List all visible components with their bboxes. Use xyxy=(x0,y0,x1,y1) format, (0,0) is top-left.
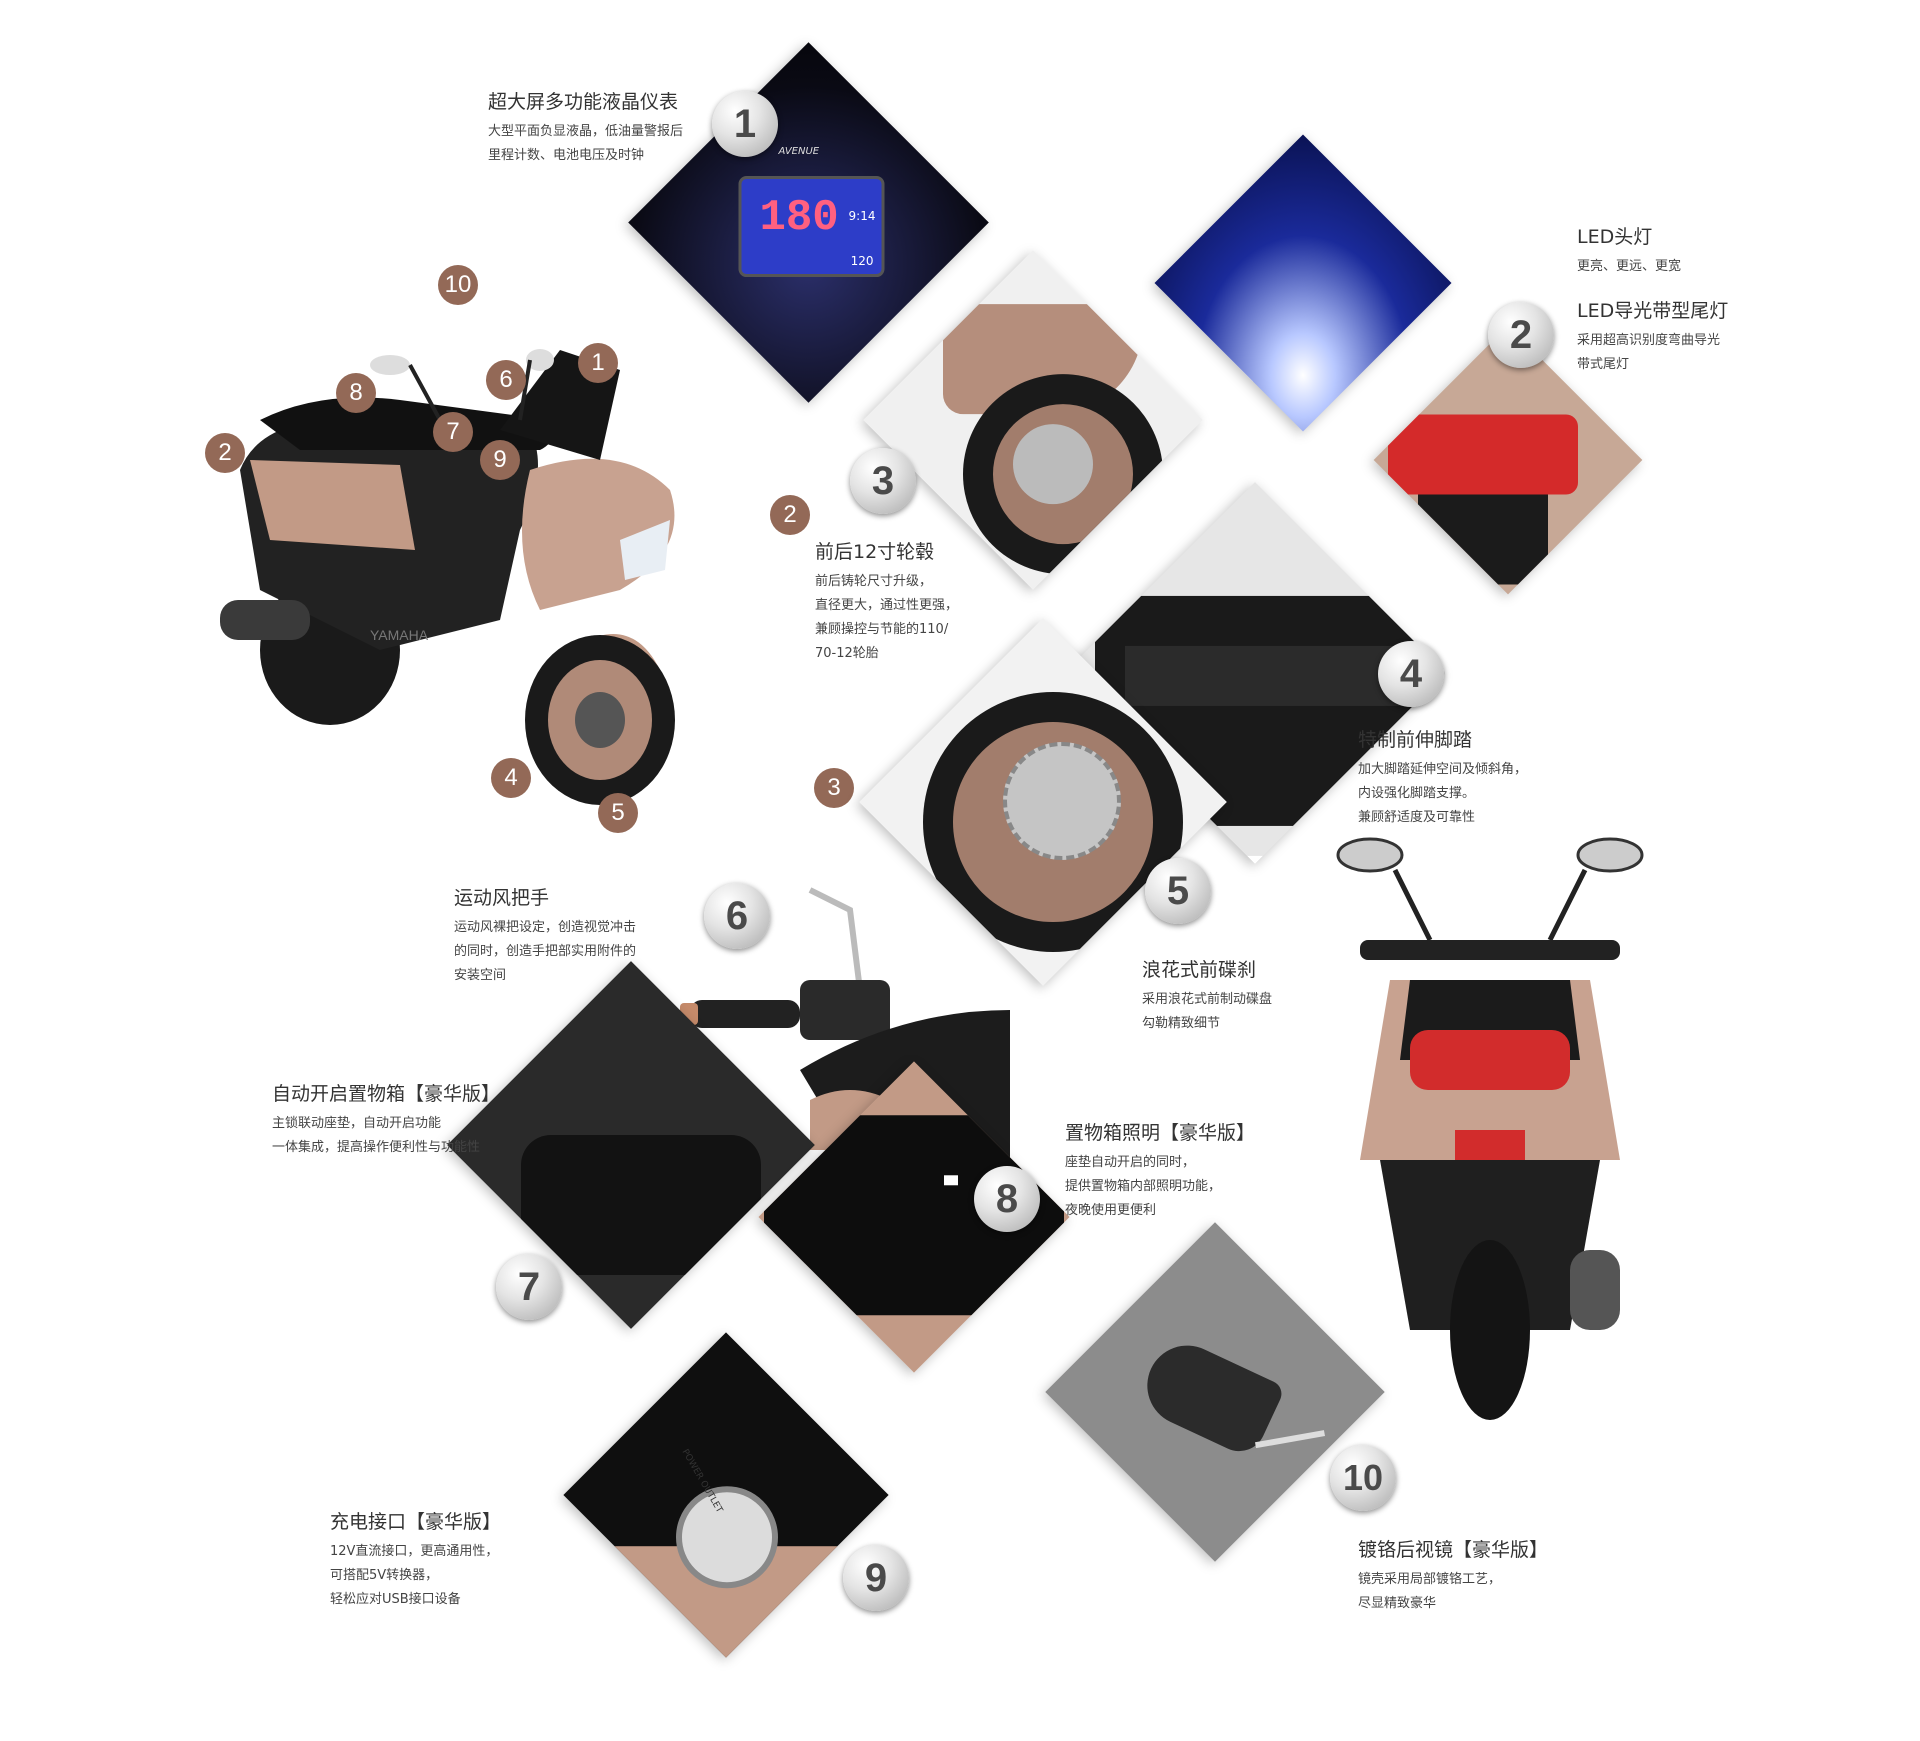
feature-3: 前后12寸轮毂 前后铸轮尺寸升级， 直径更大，通过性更强， 兼顾操控与节能的110/… xyxy=(815,537,958,666)
feature-2-taillight: LED导光带型尾灯 采用超高识别度弯曲导光带式尾灯 xyxy=(1577,296,1728,377)
feature-10: 镀铬后视镜【豪华版】 镜壳采用局部镀铬工艺， 尽显精致豪华 xyxy=(1358,1535,1548,1616)
feature-2a-desc-1: 更亮、更远、更宽 xyxy=(1577,259,1682,274)
feature-10-desc-1: 镜壳采用局部镀铬工艺， xyxy=(1358,1572,1502,1587)
marker-10: 10 xyxy=(438,265,478,305)
photo-power-outlet: POWER OUTLET xyxy=(563,1332,889,1658)
feature-8-title: 置物箱照明【豪华版】 xyxy=(1065,1122,1256,1144)
feature-2b-title: LED导光带型尾灯 xyxy=(1577,300,1729,322)
feature-7-title: 自动开启置物箱【豪华版】 xyxy=(272,1083,501,1105)
marker-2-rear: 2 xyxy=(205,433,245,473)
feature-2-headlight: LED头灯 更亮、更远、更宽 xyxy=(1577,222,1681,279)
feature-4-title: 特制前伸脚踏 xyxy=(1358,729,1473,751)
badge-3: 3 xyxy=(850,448,916,514)
badge-7: 7 xyxy=(496,1254,562,1320)
feature-4-desc-3: 兼顾舒适度及可靠性 xyxy=(1358,810,1476,825)
feature-3-title: 前后12寸轮毂 xyxy=(815,541,935,563)
feature-9-desc-3: 轻松应对USB接口设备 xyxy=(330,1592,461,1607)
marker-1: 1 xyxy=(578,343,618,383)
feature-5-title: 浪花式前碟刹 xyxy=(1142,959,1257,981)
dash-brand: AVENUE xyxy=(778,146,820,158)
dash-speed: 180 xyxy=(759,193,839,244)
feature-4-desc-1: 加大脚踏延伸空间及倾斜角， xyxy=(1358,762,1528,777)
feature-1-desc-2: 里程计数、电池电压及时钟 xyxy=(488,148,645,163)
badge-9: 9 xyxy=(843,1545,909,1611)
feature-9: 充电接口【豪华版】 12V直流接口，更高通用性， 可搭配5V转换器， 轻松应对USB… xyxy=(330,1507,501,1612)
marker-8: 8 xyxy=(336,373,376,413)
feature-3-desc-2: 直径更大，通过性更强， xyxy=(815,598,959,613)
marker-5: 5 xyxy=(598,793,638,833)
scooter-rear-view xyxy=(1336,837,1644,1420)
badge-1: 1 xyxy=(712,91,778,157)
body-brand-text: YAMAHA xyxy=(370,627,429,643)
feature-5: 浪花式前碟刹 采用浪花式前制动碟盘勾勒精致细节 xyxy=(1142,955,1272,1036)
feature-5-desc-2: 勾勒精致细节 xyxy=(1142,1016,1221,1031)
feature-6: 运动风把手 运动风裸把设定，创造视觉冲击的同时，创造手把部实用附件的安装空间 xyxy=(454,883,636,988)
feature-6-desc-1: 运动风裸把设定，创造视觉冲击 xyxy=(454,920,637,935)
feature-9-desc-1: 12V直流接口，更高通用性， xyxy=(330,1544,499,1559)
feature-2a-title: LED头灯 xyxy=(1577,226,1653,248)
feature-8-desc-1: 座垫自动开启的同时， xyxy=(1065,1155,1196,1170)
dash-time: 9:14 xyxy=(848,209,876,224)
feature-2b-desc-1: 采用超高识别度弯曲导光 xyxy=(1577,333,1721,348)
feature-8: 置物箱照明【豪华版】 座垫自动开启的同时， 提供置物箱内部照明功能， 夜晚使用更便利 xyxy=(1065,1118,1255,1223)
photo-headlight xyxy=(1154,134,1452,432)
feature-3-desc-4: 70-12轮胎 xyxy=(815,646,879,661)
feature-6-title: 运动风把手 xyxy=(454,887,550,909)
feature-10-title: 镀铬后视镜【豪华版】 xyxy=(1358,1539,1549,1561)
feature-7: 自动开启置物箱【豪华版】 主锁联动座垫，自动开启功能一体集成，提高操作便利性与功… xyxy=(272,1079,500,1160)
marker-9: 9 xyxy=(480,440,520,480)
feature-4: 特制前伸脚踏 加大脚踏延伸空间及倾斜角， 内设强化脚踏支撑。兼顾舒适度及可靠性 xyxy=(1358,725,1527,830)
feature-9-title: 充电接口【豪华版】 xyxy=(330,1511,502,1533)
feature-3-desc-3: 兼顾操控与节能的110/ xyxy=(815,622,949,637)
feature-1-title: 超大屏多功能液晶仪表 xyxy=(488,91,679,113)
feature-5-desc-1: 采用浪花式前制动碟盘 xyxy=(1142,992,1273,1007)
feature-8-desc-2: 提供置物箱内部照明功能， xyxy=(1065,1179,1222,1194)
badge-6: 6 xyxy=(704,883,770,949)
feature-7-desc-1: 主锁联动座垫，自动开启功能 xyxy=(272,1116,442,1131)
feature-6-desc-3: 安装空间 xyxy=(454,968,507,983)
feature-6-desc-2: 的同时，创造手把部实用附件的 xyxy=(454,944,637,959)
dash-odo: 120 xyxy=(850,254,874,269)
feature-4-desc-2: 内设强化脚踏支撑。 xyxy=(1358,786,1476,801)
feature-1: 超大屏多功能液晶仪表 大型平面负显液晶，低油量警报后里程计数、电池电压及时钟 xyxy=(488,87,683,168)
feature-10-desc-2: 尽显精致豪华 xyxy=(1358,1596,1437,1611)
marker-6: 6 xyxy=(486,360,526,400)
feature-2b-desc-2: 带式尾灯 xyxy=(1577,357,1630,372)
feature-1-desc-1: 大型平面负显液晶，低油量警报后 xyxy=(488,124,684,139)
badge-5: 5 xyxy=(1145,858,1211,924)
marker-2-front: 2 xyxy=(770,495,810,535)
feature-9-desc-2: 可搭配5V转换器， xyxy=(330,1568,439,1583)
feature-3-desc-1: 前后铸轮尺寸升级， xyxy=(815,574,933,589)
badge-8: 8 xyxy=(974,1166,1040,1232)
marker-4: 4 xyxy=(491,758,531,798)
marker-7: 7 xyxy=(433,412,473,452)
badge-4: 4 xyxy=(1378,641,1444,707)
badge-10: 10 xyxy=(1330,1445,1396,1511)
marker-3: 3 xyxy=(814,768,854,808)
badge-2: 2 xyxy=(1488,302,1554,368)
feature-8-desc-3: 夜晚使用更便利 xyxy=(1065,1203,1157,1218)
feature-7-desc-2: 一体集成，提高操作便利性与功能性 xyxy=(272,1140,481,1155)
